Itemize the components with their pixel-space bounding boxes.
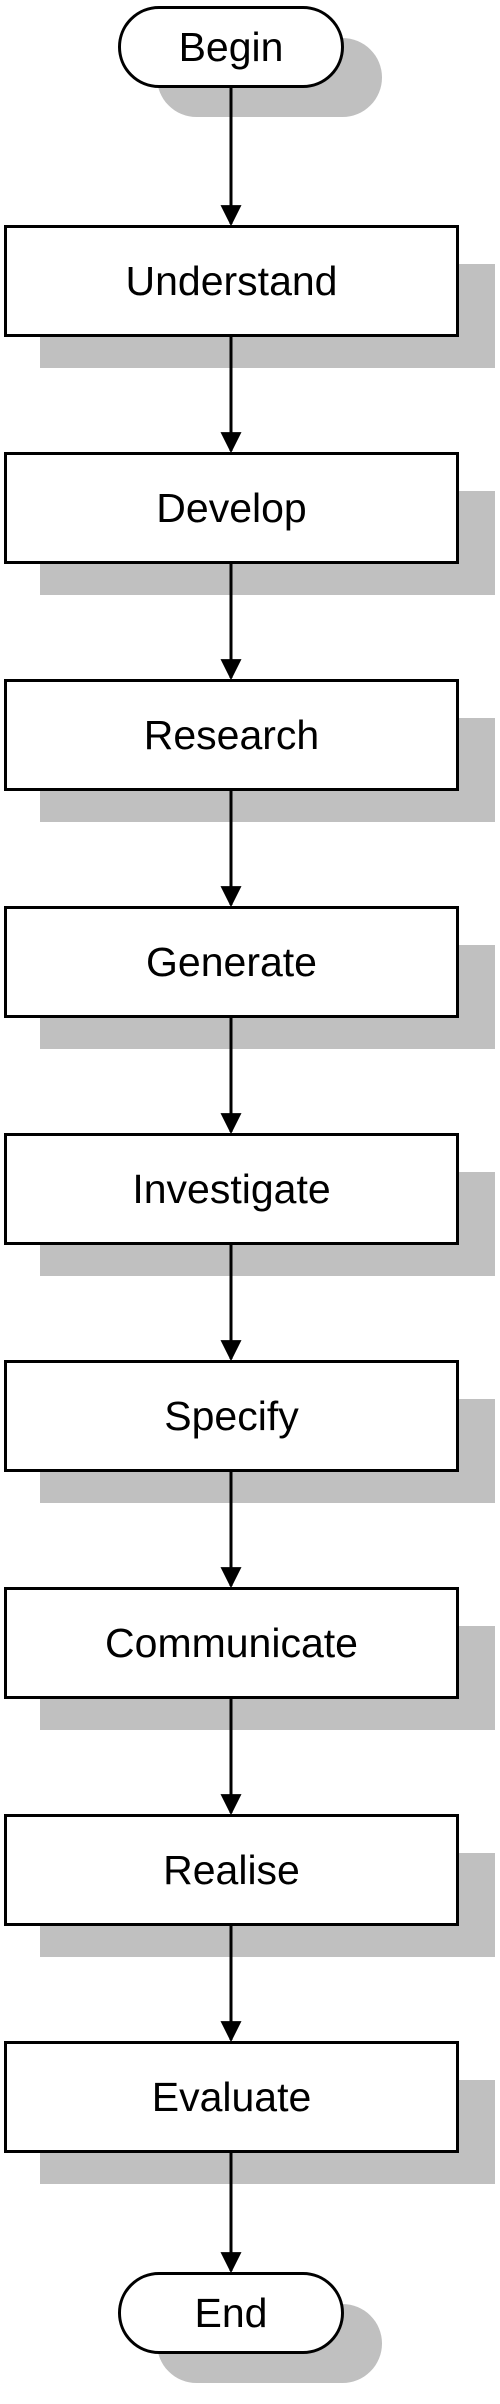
step-understand: Understand (4, 225, 459, 337)
step-label: Evaluate (151, 2073, 312, 2120)
step-label: Research (143, 711, 320, 758)
step-label: Specify (164, 1392, 299, 1439)
begin-label: Begin (178, 23, 284, 70)
step-evaluate: Evaluate (4, 2041, 459, 2153)
end-label: End (194, 2289, 268, 2336)
step-investigate: Investigate (4, 1133, 459, 1245)
step-label: Realise (163, 1846, 300, 1893)
step-realise: Realise (4, 1814, 459, 1926)
step-specify: Specify (4, 1360, 459, 1472)
step-label: Develop (156, 484, 307, 531)
step-label: Communicate (105, 1619, 358, 1666)
step-label: Generate (146, 938, 317, 985)
step-label: Investigate (132, 1165, 331, 1212)
step-research: Research (4, 679, 459, 791)
step-develop: Develop (4, 452, 459, 564)
begin-node: Begin (118, 6, 344, 88)
step-communicate: Communicate (4, 1587, 459, 1699)
step-generate: Generate (4, 906, 459, 1018)
step-label: Understand (125, 257, 338, 304)
end-node: End (118, 2272, 344, 2354)
